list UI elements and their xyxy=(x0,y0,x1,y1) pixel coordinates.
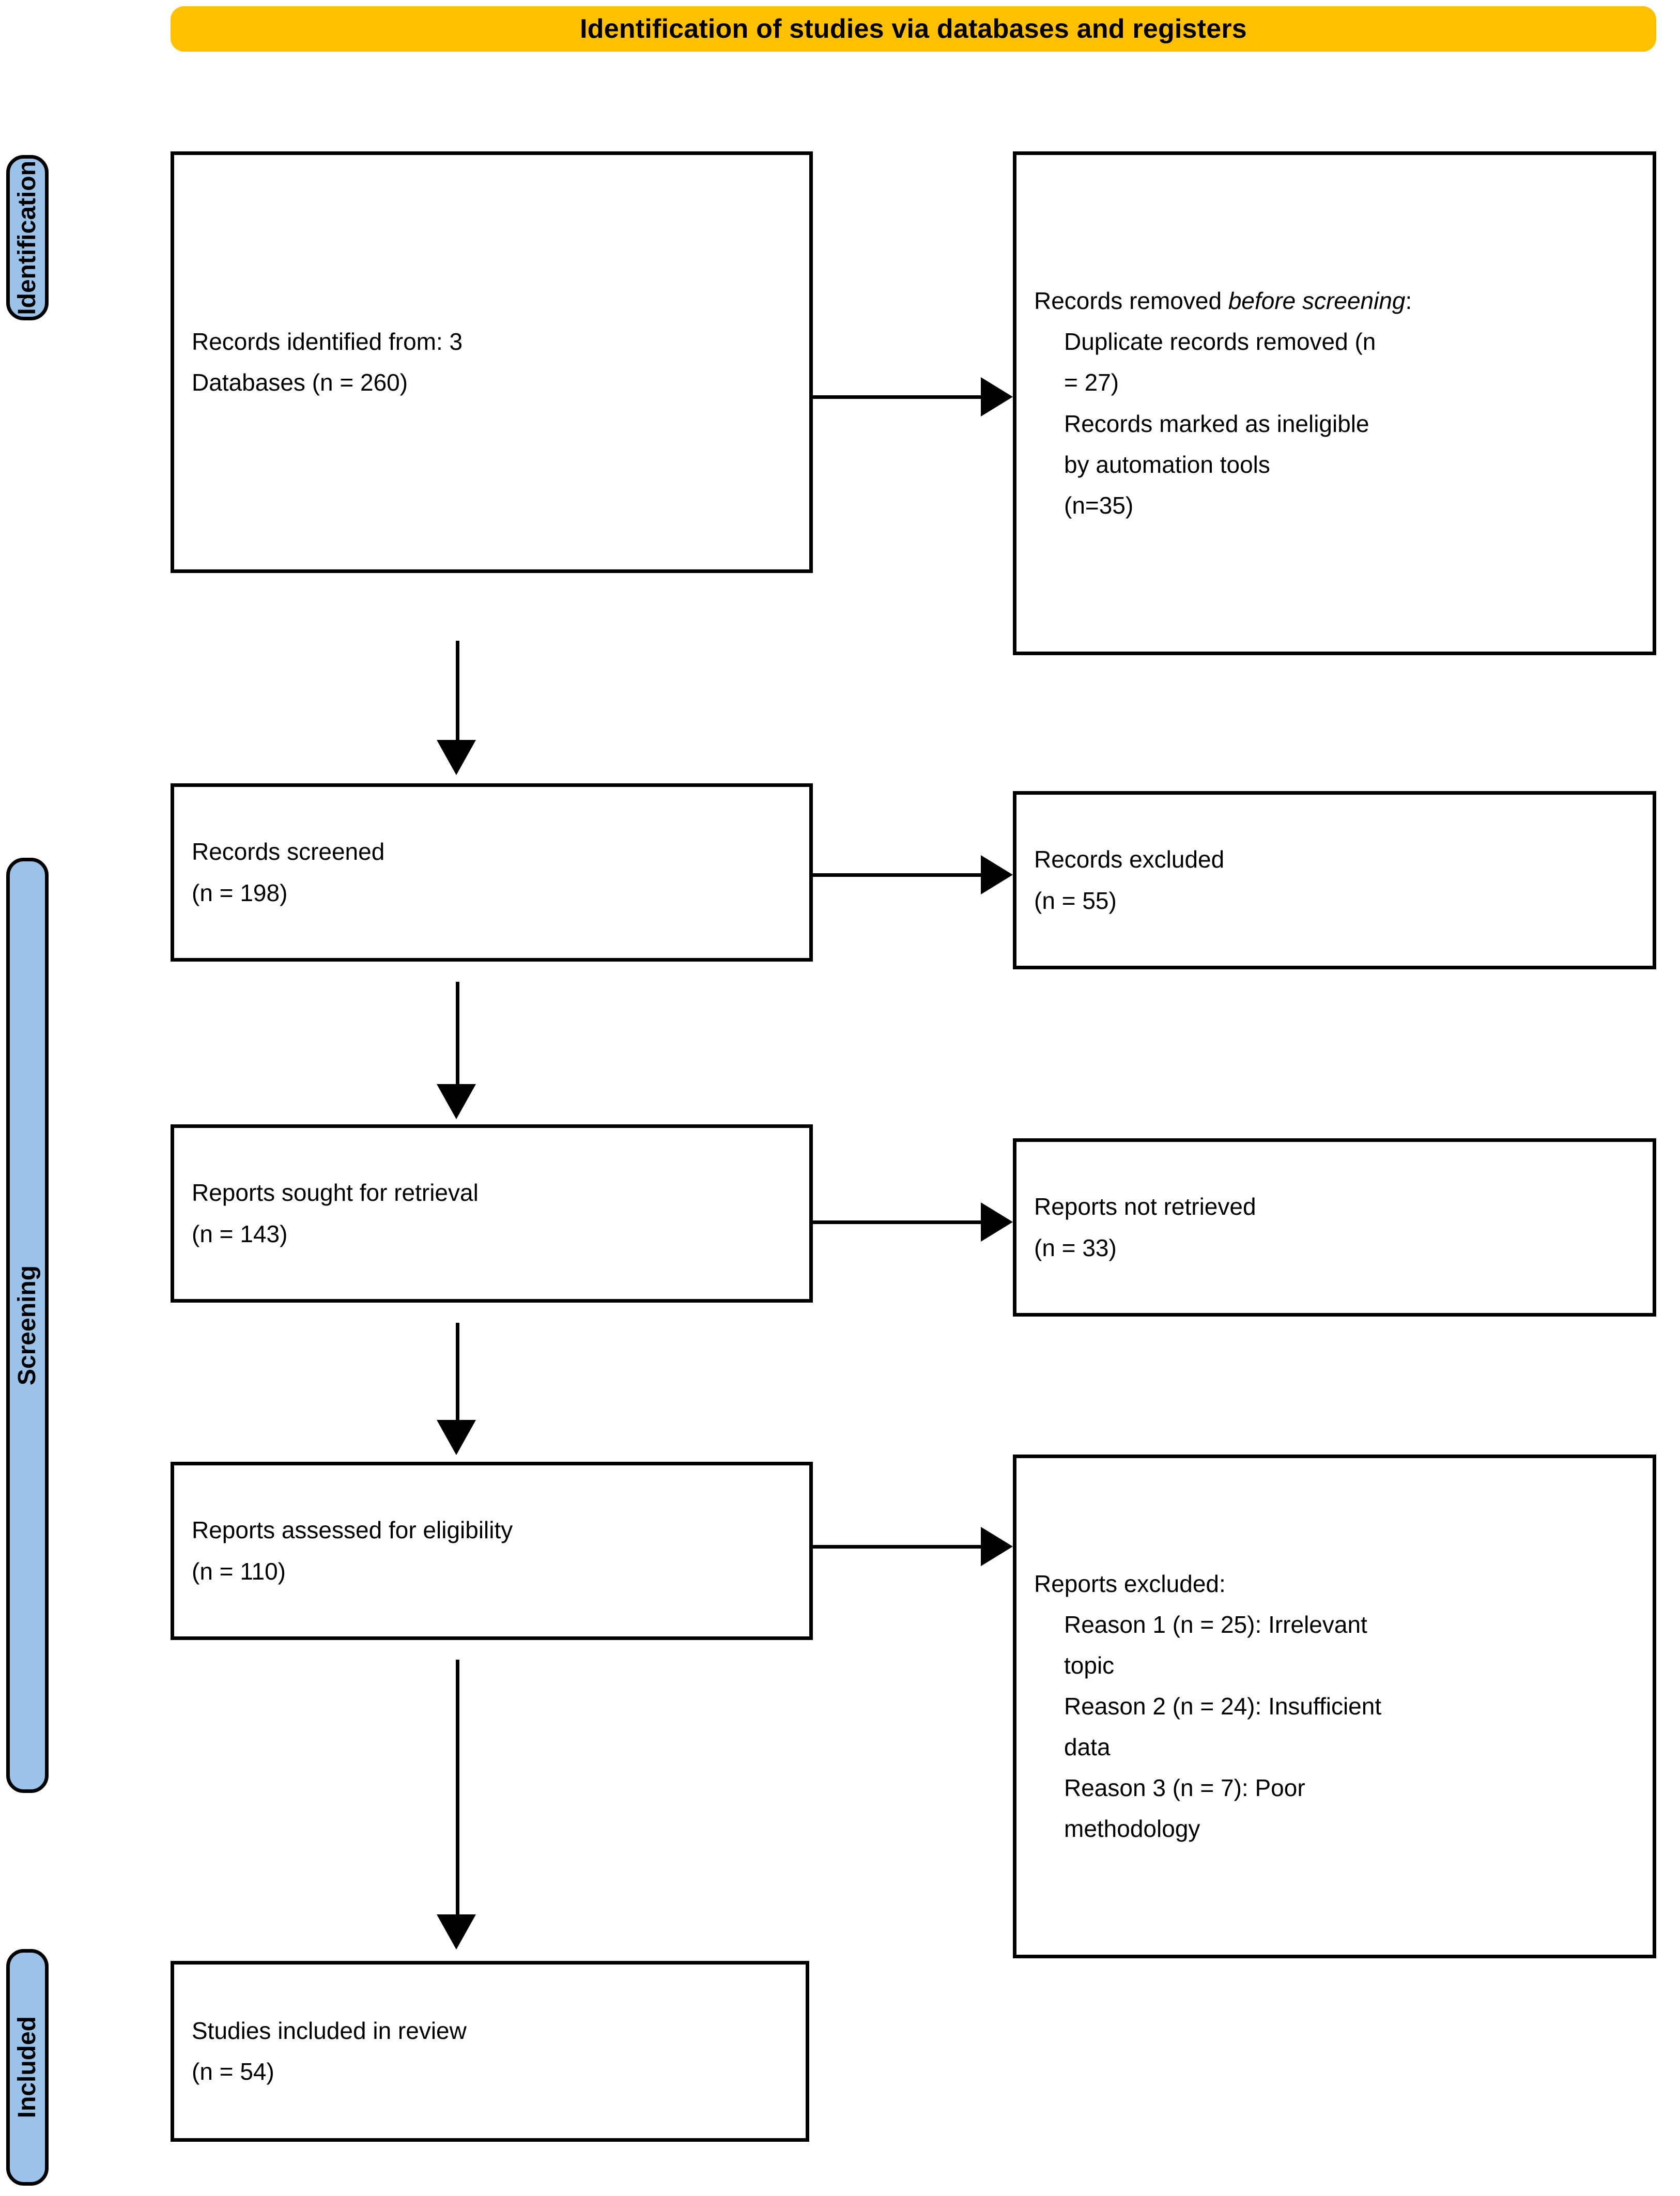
node-reports-sought-for-retrieval: Reports sought for retrieval (n = 143) xyxy=(171,1124,813,1303)
node-records-identified: Records identified from: 3 Databases (n … xyxy=(171,151,813,573)
node-reports-excluded: Reports excluded: Reason 1 (n = 25): Irr… xyxy=(1013,1455,1656,1958)
connector-sought-to-notretrieved-arrowhead-icon xyxy=(981,1202,1013,1242)
reports-excluded-heading: Reports excluded: xyxy=(1034,1570,1226,1597)
connector-identified-to-screened-line xyxy=(456,641,459,744)
connector-assessed-to-included-line xyxy=(456,1660,459,1918)
records-removed-item1-line1: Duplicate records removed (n xyxy=(1064,328,1376,355)
records-removed-item1-line2: = 27) xyxy=(1064,369,1119,396)
connector-identified-to-removed-line xyxy=(813,395,983,399)
node-reports-assessed-for-eligibility: Reports assessed for eligibility (n = 11… xyxy=(171,1462,813,1640)
reports-excluded-reason2-line2: data xyxy=(1064,1734,1111,1761)
records-identified-line1: Records identified from: 3 xyxy=(192,328,463,355)
connector-screened-to-excluded-arrowhead-icon xyxy=(981,855,1013,894)
connector-sought-to-assessed-arrowhead-icon xyxy=(437,1420,476,1455)
reports-excluded-reason2-line1: Reason 2 (n = 24): Insufficient xyxy=(1064,1692,1382,1720)
connector-sought-to-notretrieved-line xyxy=(813,1220,983,1224)
node-records-screened: Records screened (n = 198) xyxy=(171,783,813,962)
records-removed-heading-suffix: : xyxy=(1405,287,1412,315)
records-removed-item2-line2: by automation tools xyxy=(1064,451,1270,478)
reports-excluded-reason1-line1: Reason 1 (n = 25): Irrelevant xyxy=(1064,1611,1367,1638)
connector-sought-to-assessed-line xyxy=(456,1323,459,1424)
node-studies-included-in-review: Studies included in review (n = 54) xyxy=(171,1961,809,2142)
reports-excluded-reason1-line2: topic xyxy=(1064,1651,1115,1679)
reports-sought-line1: Reports sought for retrieval xyxy=(192,1179,479,1207)
connector-assessed-to-included-arrowhead-icon xyxy=(437,1914,476,1950)
reports-sought-line2: (n = 143) xyxy=(192,1220,288,1247)
stage-label-identification-text: Identification xyxy=(13,160,41,315)
connector-screened-to-sought-line xyxy=(456,982,459,1088)
stage-label-included-text: Included xyxy=(13,2016,41,2118)
connector-assessed-to-reportsexcluded-arrowhead-icon xyxy=(981,1527,1013,1566)
stage-label-included: Included xyxy=(6,1949,49,2186)
reports-not-retrieved-line2: (n = 33) xyxy=(1034,1234,1117,1261)
reports-not-retrieved-line1: Reports not retrieved xyxy=(1034,1193,1256,1220)
connector-identified-to-removed-arrowhead-icon xyxy=(981,377,1013,416)
records-removed-heading-italic: before screening xyxy=(1228,287,1406,315)
connector-screened-to-excluded-line xyxy=(813,873,983,877)
reports-assessed-line2: (n = 110) xyxy=(192,1557,286,1585)
stage-label-screening-text: Screening xyxy=(13,1265,41,1386)
records-screened-line1: Records screened xyxy=(192,838,385,865)
records-screened-line2: (n = 198) xyxy=(192,879,288,906)
stage-label-identification: Identification xyxy=(6,155,49,320)
studies-included-line1: Studies included in review xyxy=(192,2017,467,2044)
stage-label-screening: Screening xyxy=(6,858,49,1793)
records-removed-item2-line1: Records marked as ineligible xyxy=(1064,410,1369,437)
page-title: Identification of studies via databases … xyxy=(580,14,1247,44)
records-removed-heading-prefix: Records removed xyxy=(1034,287,1228,315)
reports-excluded-reason3-line2: methodology xyxy=(1064,1815,1200,1843)
records-excluded-line1: Records excluded xyxy=(1034,846,1225,873)
records-excluded-line2: (n = 55) xyxy=(1034,887,1117,914)
studies-included-line2: (n = 54) xyxy=(192,2058,274,2085)
connector-assessed-to-reportsexcluded-line xyxy=(813,1545,983,1549)
node-reports-not-retrieved: Reports not retrieved (n = 33) xyxy=(1013,1138,1656,1317)
diagram-header-banner: Identification of studies via databases … xyxy=(171,6,1656,52)
records-identified-line2: Databases (n = 260) xyxy=(192,369,408,396)
reports-assessed-line1: Reports assessed for eligibility xyxy=(192,1517,513,1544)
connector-identified-to-screened-arrowhead-icon xyxy=(437,740,476,775)
reports-excluded-reason3-line1: Reason 3 (n = 7): Poor xyxy=(1064,1774,1305,1802)
node-records-removed-before-screening: Records removed before screening: Duplic… xyxy=(1013,151,1656,655)
node-records-excluded: Records excluded (n = 55) xyxy=(1013,791,1656,969)
records-removed-item2-line3: (n=35) xyxy=(1064,491,1134,519)
connector-screened-to-sought-arrowhead-icon xyxy=(437,1084,476,1119)
records-removed-heading: Records removed before screening: xyxy=(1034,281,1635,321)
